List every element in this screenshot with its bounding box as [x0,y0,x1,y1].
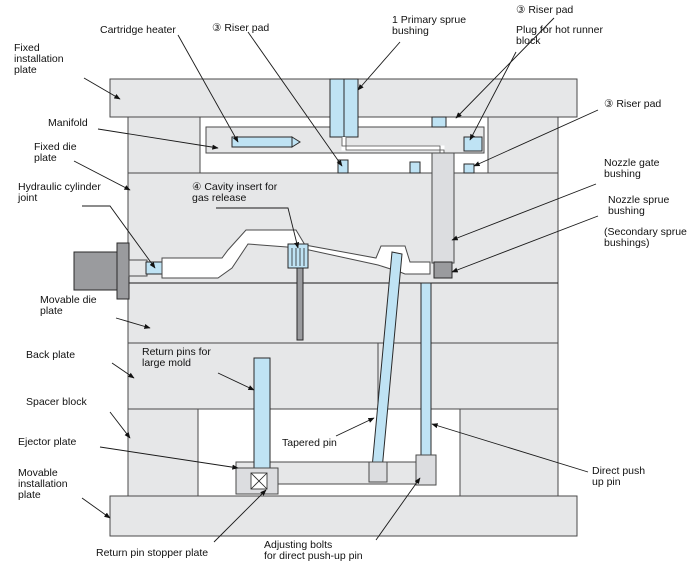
nozzle-gate-bushing [433,261,453,279]
label-line: Direct push [592,465,645,477]
label-line: ③ Riser pad [604,98,661,110]
label-line: Nozzle gate [604,157,660,169]
label-line: Tapered pin [282,437,337,449]
ejector-pin-small [296,267,304,341]
cylinder-rod [128,259,148,277]
riser-pad-top [431,116,447,128]
label-return-pin-stopper-plate: Return pin stopper plate [96,547,208,559]
hot-runner-block-right [487,116,559,174]
spacer-block-right [459,408,559,497]
label-line: Movable die [40,294,97,306]
label-line: Movable [18,467,58,479]
label-line: bushing [604,168,641,180]
riser-pad-right [409,161,421,174]
label-manifold: Manifold [48,117,88,129]
label-line: Ejector plate [18,436,77,448]
label-line: Manifold [48,117,88,129]
label-line: Cartridge heater [100,24,176,36]
hydraulic-cylinder-joint [145,261,163,275]
label-line: Fixed die [34,141,77,153]
label-line: installation [18,478,68,490]
hydraulic-cylinder-flange [116,242,130,300]
label-line: Nozzle sprue [608,194,669,206]
label-line: Spacer block [26,396,87,408]
label-line: 1 Primary sprue [392,14,466,26]
label-back-plate: Back plate [26,349,75,361]
return-pin-stopper-plate [235,467,279,495]
back-plate [127,342,559,410]
label-line: installation [14,53,64,65]
label-line: Adjusting bolts [264,539,332,551]
nozzle-sprue-bushing [431,152,455,264]
direct-push-up-pin [420,282,432,484]
leader-lines [73,17,599,543]
label-riser-pad-1: ③ Riser pad [212,22,269,34]
label-tapered-pin: Tapered pin [282,437,337,449]
cartridge-heater [231,136,293,148]
plug-hot-runner-block [463,136,483,152]
hydraulic-cylinder-body [73,251,120,291]
label-riser-pad-3: ③ Riser pad [604,98,661,110]
label-line: Back plate [26,349,75,361]
label-line: bushing [392,25,429,37]
label-line: for direct push-up pin [264,550,363,562]
label-line: plate [34,152,57,164]
label-line: Plug for hot runner [516,24,603,36]
riser-pad-far-right [463,163,475,174]
spacer-block-left [127,408,199,497]
label-line: Return pins for [142,346,211,358]
adjusting-bolt [415,454,437,486]
tapered-pin-base [368,461,388,483]
label-line: plate [40,305,63,317]
label-line: ④ Cavity insert for [192,181,278,193]
label-ejector-plate: Ejector plate [18,436,77,448]
label-line: bushings) [604,237,650,249]
label-line: (Secondary sprue [604,226,687,238]
label-line: block [516,35,541,47]
hot-runner-block-left [127,116,201,174]
label-line: bushing [608,205,645,217]
label-line: gas release [192,192,246,204]
label-line: joint [17,192,37,204]
label-cartridge-heater: Cartridge heater [100,24,176,36]
return-pin [253,357,271,477]
label-line: up pin [592,476,621,488]
movable-installation-plate [109,495,578,537]
label-line: ③ Riser pad [212,22,269,34]
label-line: Fixed [14,42,40,54]
label-line: Hydraulic cylinder [18,181,101,193]
label-spacer-block: Spacer block [26,396,87,408]
cavity-core-slide [161,229,431,279]
label-riser-pad-2: ③ Riser pad [516,4,573,16]
label-line: Return pin stopper plate [96,547,208,559]
movable-die-plate [127,282,559,344]
label-line: plate [18,489,41,501]
label-line: ③ Riser pad [516,4,573,16]
label-line: plate [14,64,37,76]
label-line: large mold [142,357,191,369]
